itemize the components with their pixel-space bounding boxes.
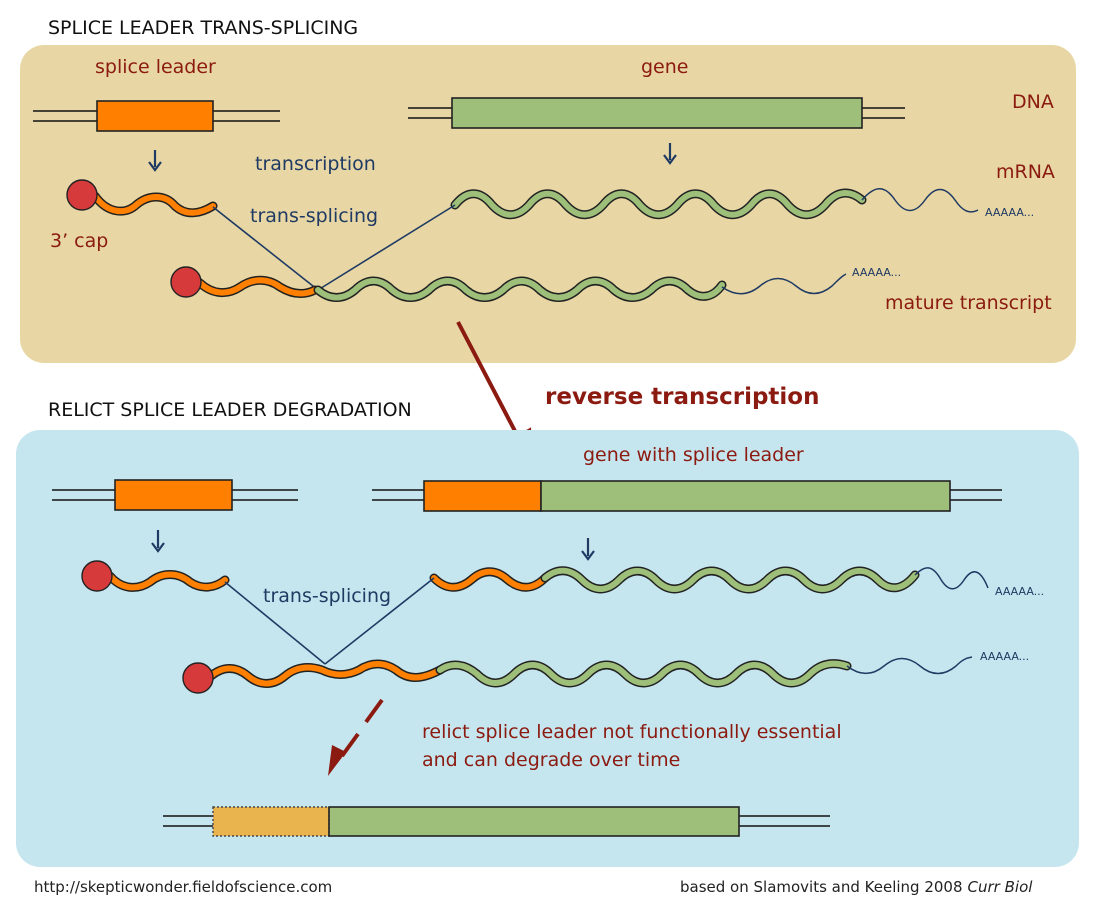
mature-transcript-label: mature transcript — [885, 292, 1052, 314]
degradation-arrow — [328, 698, 384, 776]
splice-line-bottom-right — [324, 577, 435, 665]
gene-with-splice-leader-dna — [372, 480, 1002, 512]
polya-label-top-2: AAAAA... — [852, 266, 901, 279]
splice-leader-label: splice leader — [95, 56, 216, 78]
journal-text: Curr Biol — [968, 878, 1034, 896]
cap-icon-mature — [170, 266, 202, 298]
splice-line-top-right — [317, 204, 456, 291]
transcription-arrow-bottom-right — [581, 538, 595, 561]
trans-splicing-label-top: trans-splicing — [250, 205, 378, 227]
cap-label: 3’ cap — [50, 230, 108, 252]
mature-transcript-bottom — [182, 656, 973, 694]
trans-splicing-label-bottom: trans-splicing — [263, 585, 391, 607]
polya-label-top-1: AAAAA... — [985, 206, 1034, 219]
top-heading: SPLICE LEADER TRANS-SPLICING — [48, 17, 358, 39]
gene-dna — [408, 97, 905, 129]
splice-leader-dna-bottom — [52, 479, 298, 511]
splice-line-top-left — [212, 206, 319, 291]
sl-rna-bottom — [81, 560, 230, 592]
cap-icon-bottom — [81, 560, 113, 592]
gene-with-splice-leader-label: gene with splice leader — [583, 444, 804, 466]
sl-rna-top — [66, 179, 218, 218]
splice-leader-dna — [33, 100, 280, 132]
transcription-arrow-right — [663, 143, 677, 165]
transcription-arrow-left — [148, 150, 162, 172]
polya-label-bottom-2: AAAAA... — [980, 650, 1029, 663]
degraded-gene-dna — [163, 806, 830, 837]
mrna-label: mRNA — [996, 161, 1055, 183]
polya-label-bottom-1: AAAAA... — [995, 585, 1044, 598]
gene-label: gene — [641, 56, 688, 78]
transcription-label: transcription — [255, 153, 376, 175]
mature-transcript-top — [170, 266, 847, 302]
relict-note-line1: relict splice leader not functionally es… — [422, 721, 842, 743]
relict-note-line2: and can degrade over time — [422, 749, 680, 771]
dna-label: DNA — [1012, 91, 1054, 113]
cap-icon-top — [66, 179, 98, 211]
splice-line-bottom-left — [224, 581, 326, 665]
footer-citation: based on Slamovits and Keeling 2008 Curr … — [680, 878, 1033, 896]
gene-with-sl-mrna — [429, 566, 989, 594]
footer-url: http://skepticwonder.fieldofscience.com — [34, 878, 332, 896]
reverse-transcription-label: reverse transcription — [545, 384, 819, 410]
transcription-arrow-bottom-left — [151, 530, 165, 553]
citation-text: based on Slamovits and Keeling 2008 — [680, 878, 963, 896]
gene-mrna-top — [450, 188, 979, 220]
bottom-panel — [16, 430, 1079, 867]
bottom-heading: RELICT SPLICE LEADER DEGRADATION — [48, 399, 412, 421]
cap-icon-mature-bottom — [182, 662, 214, 694]
